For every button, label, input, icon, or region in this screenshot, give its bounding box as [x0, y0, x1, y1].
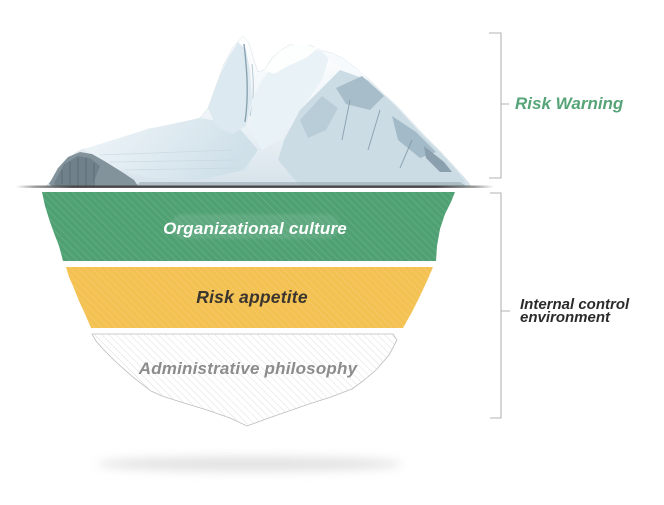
layer-risk-appetite: Risk appetite [66, 267, 433, 328]
ground-shadow [97, 456, 403, 472]
layer-risk-appetite-hatch [66, 267, 433, 328]
layer-label-risk-appetite: Risk appetite [196, 287, 308, 307]
layer-administrative-philosophy: Administrative philosophy [91, 333, 398, 427]
internal-control-line2: environment [520, 309, 611, 326]
internal-control-environment-label: Internal control environment [520, 296, 630, 326]
risk-warning-label: Risk Warning [515, 94, 624, 113]
waterline [16, 185, 494, 188]
bracket-below-water [490, 192, 510, 419]
layer-label-administrative-philosophy: Administrative philosophy [138, 359, 359, 378]
label-highlight [171, 214, 339, 239]
bracket-above-water [489, 32, 509, 179]
layer-organizational-culture: Organizational culture [42, 192, 455, 261]
layer-administrative-philosophy-hatch [92, 334, 397, 426]
internal-control-line1: Internal control [520, 296, 630, 313]
layer-label-organizational-culture: Organizational culture [163, 219, 347, 238]
iceberg-image [45, 35, 471, 187]
